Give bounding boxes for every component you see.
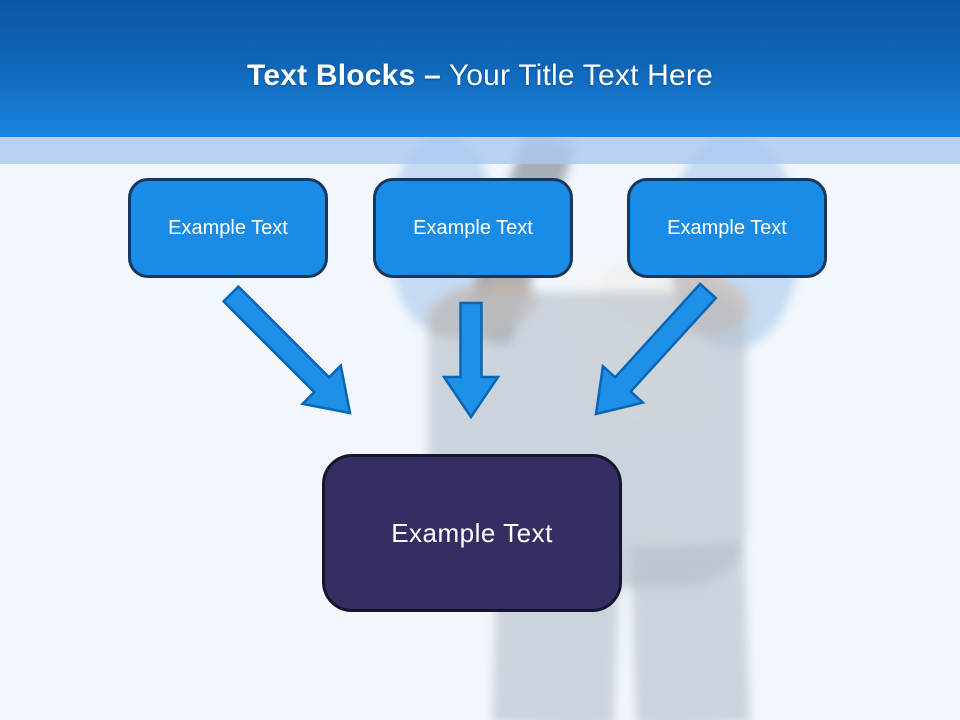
source-block-3-label: Example Text xyxy=(667,216,787,239)
slide-header: Text Blocks – Your Title Text Here xyxy=(0,0,960,137)
page-title-bold: Text Blocks – xyxy=(247,59,441,92)
header-underlay-band xyxy=(0,137,960,164)
source-block-1: Example Text xyxy=(128,178,328,278)
source-block-1-label: Example Text xyxy=(168,216,288,239)
result-block-label: Example Text xyxy=(391,517,553,548)
source-block-2: Example Text xyxy=(373,178,573,278)
page-title-regular: Your Title Text Here xyxy=(440,59,713,92)
photo-right-leg xyxy=(629,543,751,720)
source-block-2-label: Example Text xyxy=(413,216,533,239)
result-block: Example Text xyxy=(322,454,622,612)
source-block-3: Example Text xyxy=(627,178,827,278)
page-title: Text Blocks – Your Title Text Here xyxy=(0,55,960,97)
